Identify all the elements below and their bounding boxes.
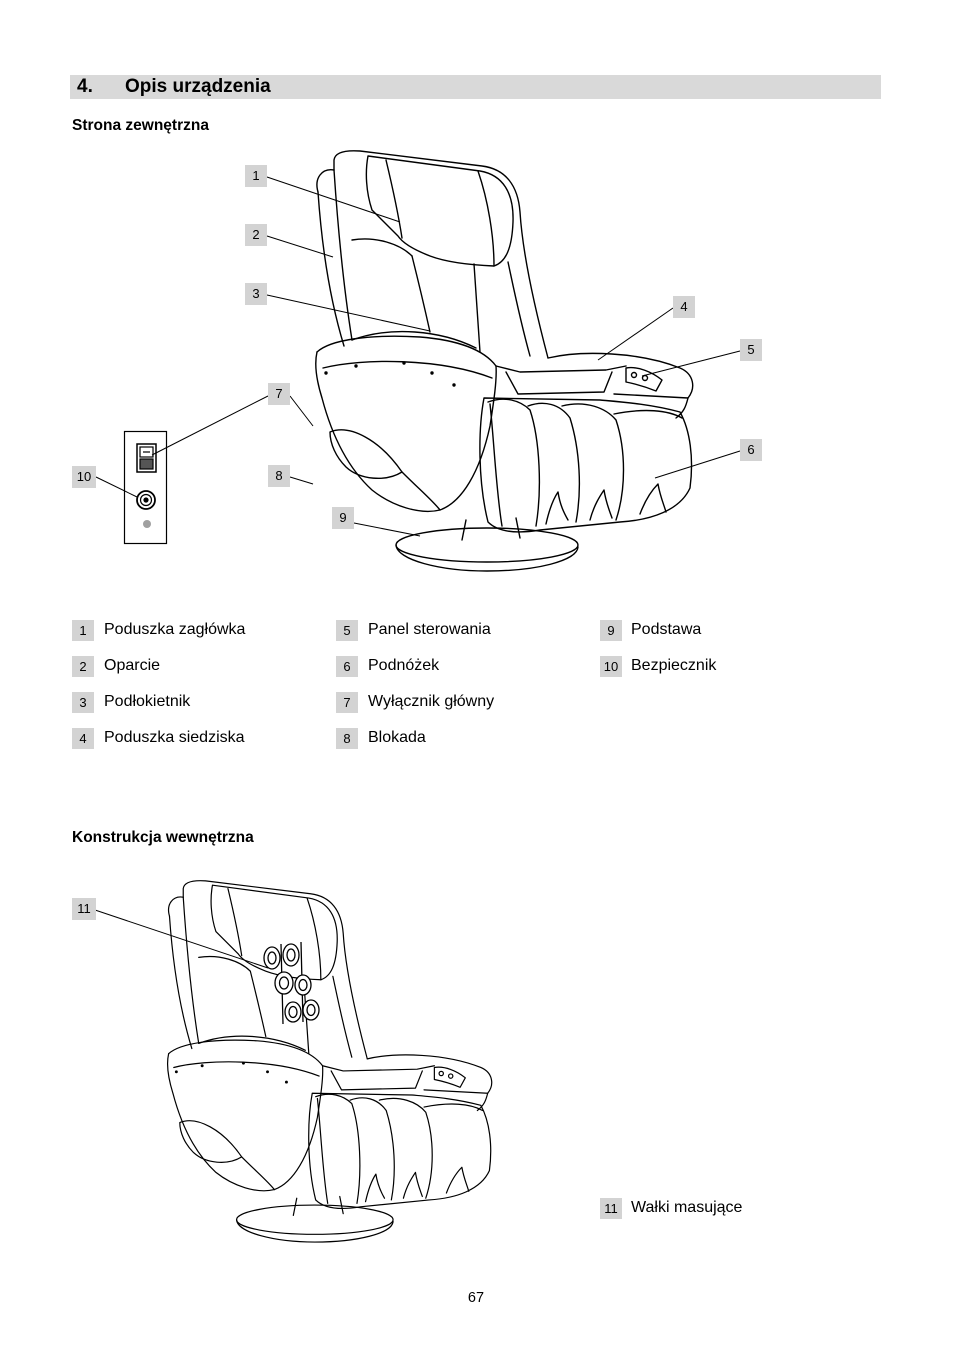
legend-item-1: 1 Poduszka zagłówka [72,619,245,641]
legend-item-5: 5 Panel sterowania [336,619,491,641]
legend-label: Blokada [368,729,426,746]
callout-7: 7 [268,383,290,405]
leader-line-8 [289,476,314,485]
legend-number: 5 [336,619,358,641]
legend-item-2: 2 Oparcie [72,655,160,677]
callout-8: 8 [268,465,290,487]
callout-4: 4 [673,296,695,318]
legend-number: 1 [72,619,94,641]
legend-item-9: 9 Podstawa [600,619,701,641]
legend-label: Poduszka siedziska [104,729,245,746]
massage-roller-core [286,948,296,962]
legend-label: Podstawa [631,621,702,638]
indicator-dot [143,520,151,528]
callout-10: 10 [72,466,96,488]
legend-number: 6 [336,655,358,677]
legend-number: 11 [600,1197,622,1219]
legend-label: Panel sterowania [368,621,491,638]
section-number: 4. [77,76,93,97]
legend-item-10: 10 Bezpiecznik [600,655,716,677]
legend-label: Oparcie [104,657,161,674]
leader-line-6 [654,450,741,479]
fuse-center [143,497,149,503]
leader-line-1 [266,176,401,223]
callout-5: 5 [740,339,762,361]
switch-rocker-bottom [139,458,154,470]
leader-line-11 [94,909,269,969]
legend-label: Podnóżek [368,657,440,674]
massage-rollers [263,941,320,1025]
switch-housing [136,443,157,473]
leader-line-3 [266,294,431,332]
fuse-outer [136,490,156,510]
switch-rocker-top [139,446,154,458]
control-panel-frame [123,430,168,545]
interior-leader-lines [94,909,269,969]
legend-label: Bezpiecznik [631,657,717,674]
leader-line-9 [353,522,421,537]
legend-label: Wałki masujące [631,1199,743,1216]
exterior-heading: Strona zewnętrzna [72,117,209,134]
interior-chair-drawing [166,880,493,1243]
section-title: Opis urządzenia [125,76,271,97]
massage-roller-core [298,978,308,992]
callout-9: 9 [332,507,354,529]
legend-number: 4 [72,727,94,749]
leader-line-7b [151,395,269,456]
legend-item-8: 8 Blokada [336,727,426,749]
callout-1: 1 [245,165,267,187]
massage-roller-core [278,976,290,990]
legend-number: 8 [336,727,358,749]
main-switch-drawing [136,443,157,473]
legend-item-3: 3 Podłokietnik [72,691,190,713]
leader-line-7a [289,395,314,427]
callout-3: 3 [245,283,267,305]
side-control-panel-detail [123,430,168,545]
exterior-leader-lines [95,176,741,537]
legend-label: Wyłącznik główny [368,693,495,710]
leader-line-4 [597,307,674,361]
legend-number: 10 [600,655,622,677]
legend-item-6: 6 Podnóżek [336,655,439,677]
massage-roller-core [306,1003,316,1017]
massage-roller-core [288,1005,298,1019]
legend-number: 3 [72,691,94,713]
legend-number: 7 [336,691,358,713]
legend-item-4: 4 Poduszka siedziska [72,727,245,749]
callout-6: 6 [740,439,762,461]
callout-11: 11 [72,898,96,920]
leader-line-5 [641,350,741,377]
section-header-bar: 4. Opis urządzenia [70,75,881,99]
legend-number: 2 [72,655,94,677]
fuse-knob-drawing [136,490,156,510]
legend-label: Podłokietnik [104,693,191,710]
interior-heading: Konstrukcja wewnętrzna [72,829,254,846]
leader-line-2 [266,235,334,258]
legend-item-7: 7 Wyłącznik główny [336,691,494,713]
leader-line-10 [95,476,138,498]
legend-label: Poduszka zagłówka [104,621,246,638]
legend-number: 9 [600,619,622,641]
exterior-chair-drawing [315,150,694,572]
page-number: 67 [467,1290,485,1306]
legend-item-11: 11 Wałki masujące [600,1197,742,1219]
callout-2: 2 [245,224,267,246]
massage-roller-core [267,951,277,965]
fuse-inner [139,493,153,507]
